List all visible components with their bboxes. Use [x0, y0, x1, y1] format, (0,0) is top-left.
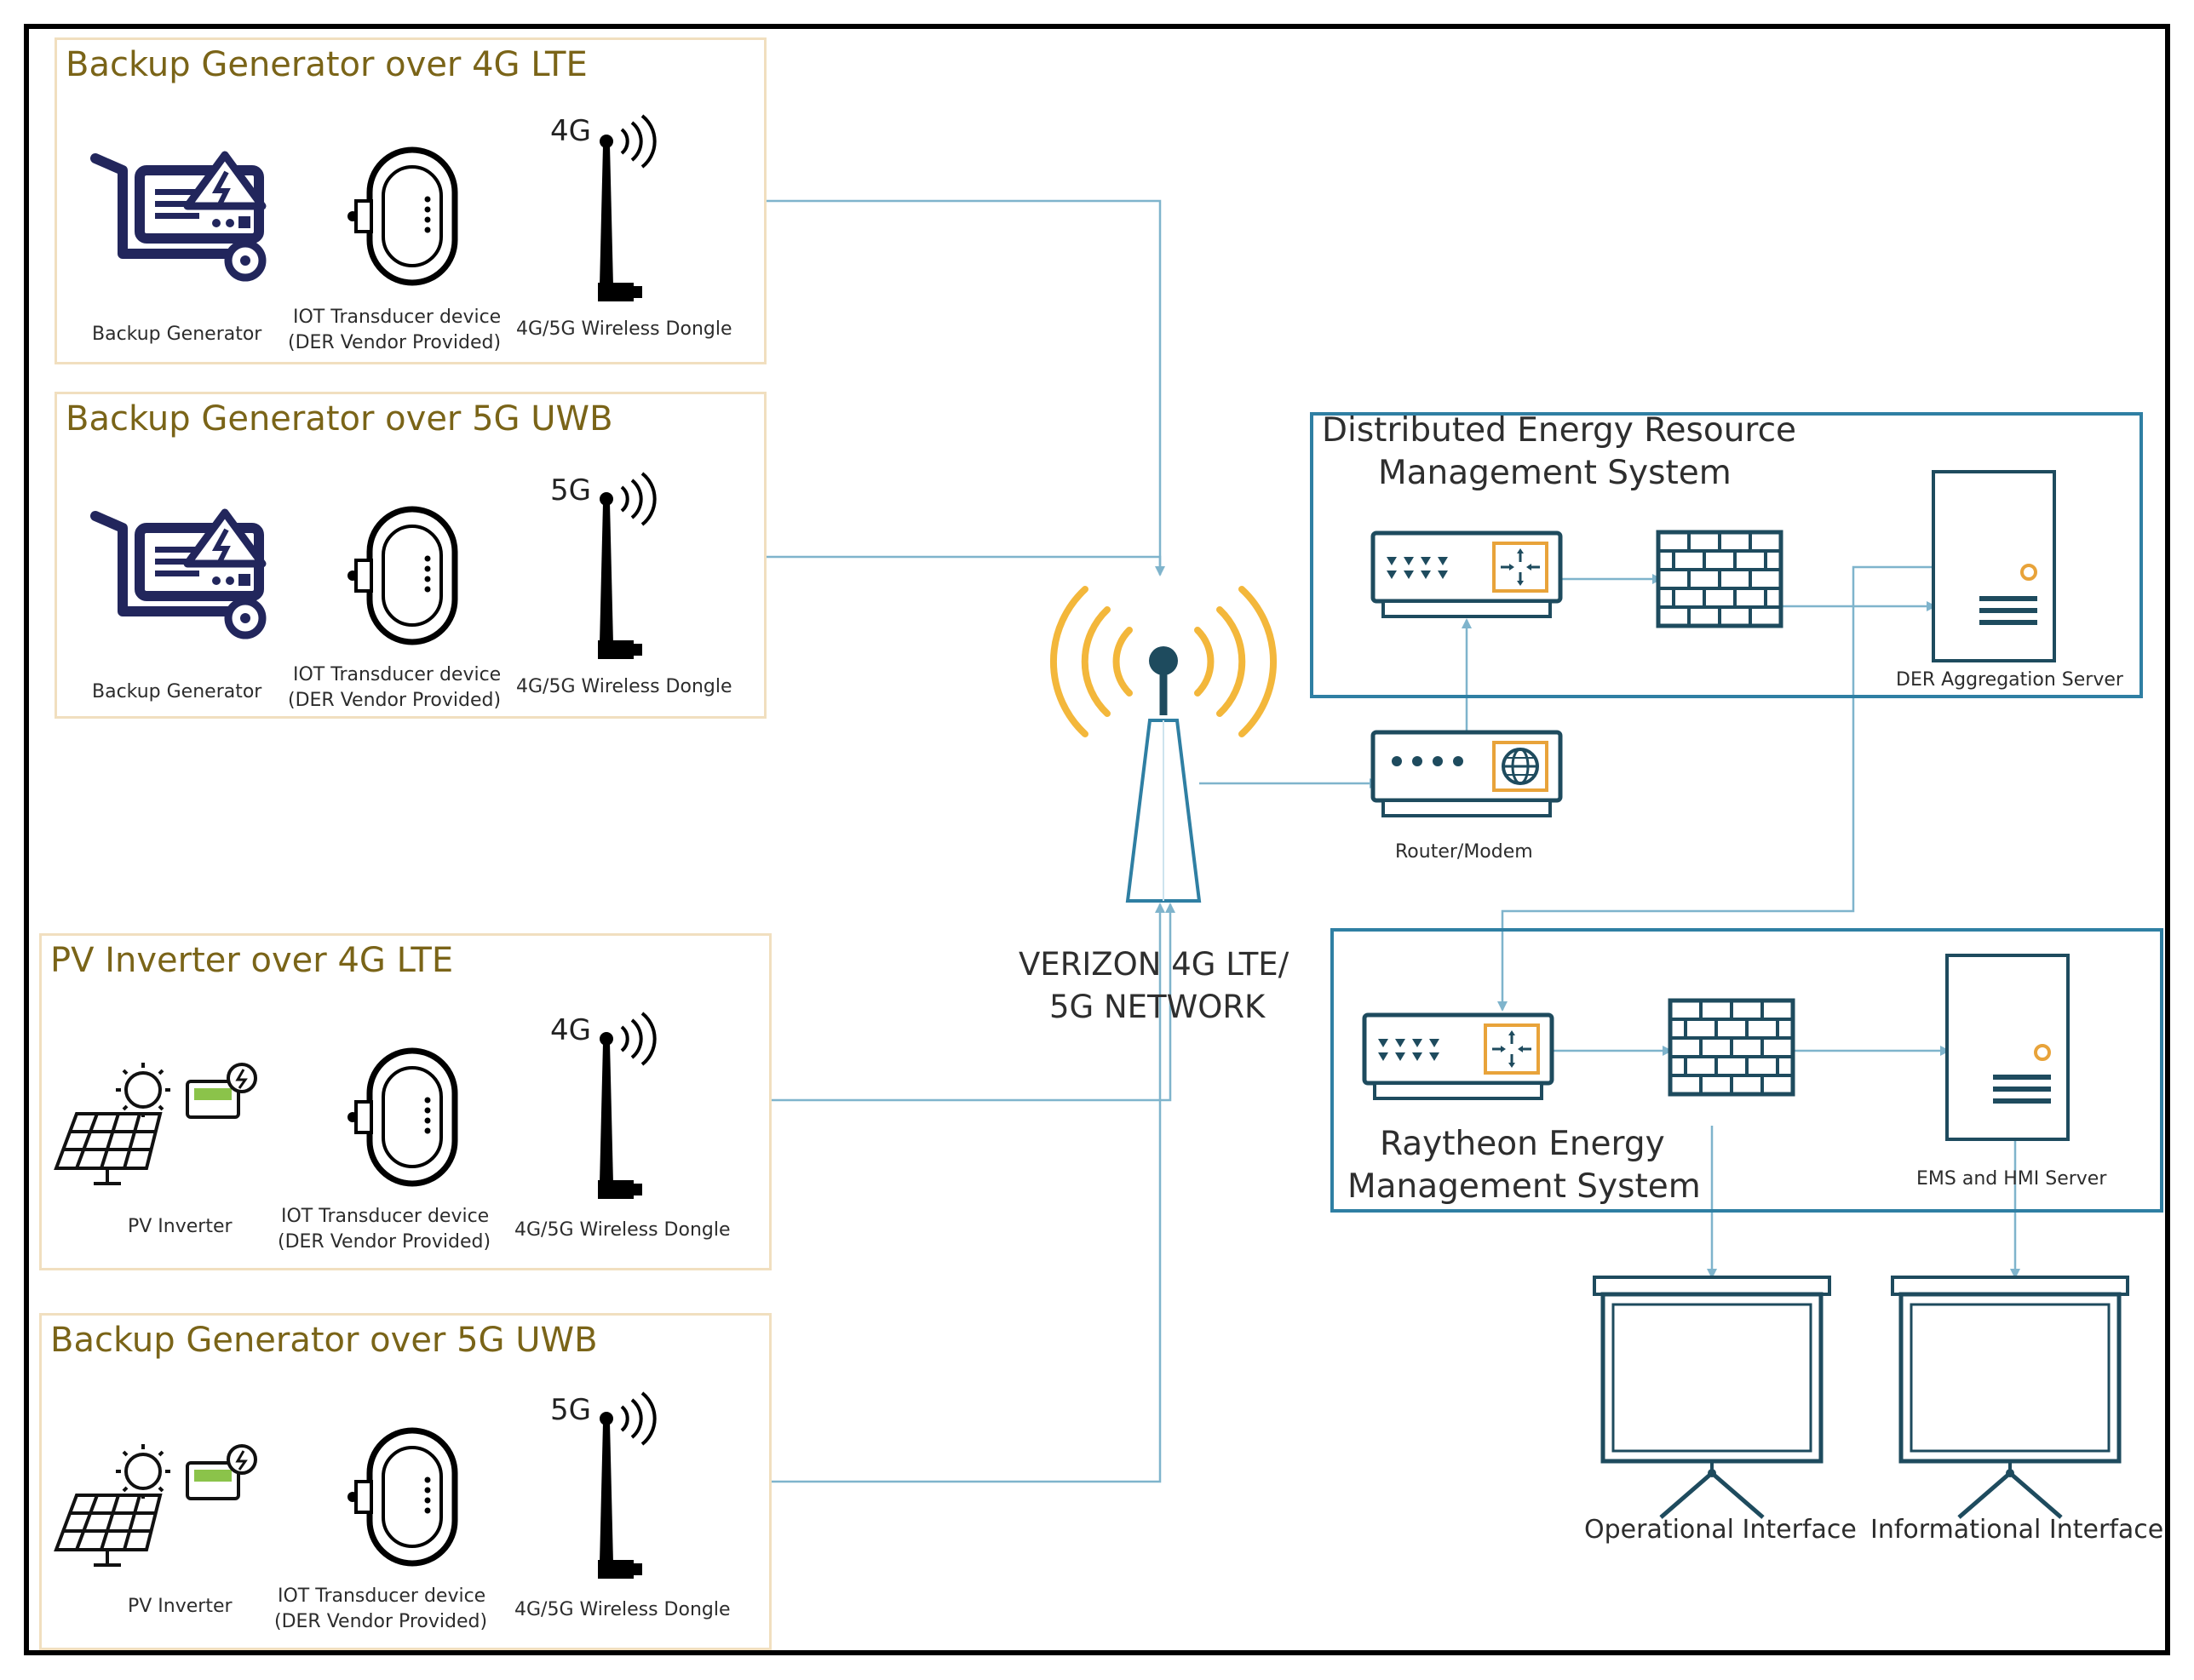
rems-title-line2: Management System [1347, 1167, 1701, 1206]
signal-tag: 4G [550, 114, 591, 148]
ems-hmi-server-label: EMS and HMI Server [1916, 1168, 2107, 1190]
network-label-line1: VERIZON 4G LTE/ [1019, 946, 1289, 983]
network-label-line2: 5G NETWORK [1049, 989, 1266, 1025]
device-label: Backup Generator [92, 681, 262, 702]
solar-pv-inverter-icon [54, 1444, 257, 1567]
device-label: PV Inverter [128, 1216, 233, 1237]
panel-title: Backup Generator over 4G LTE [66, 45, 588, 84]
transducer-label-line2: (DER Vendor Provided) [278, 1231, 491, 1253]
informational-interface-label: Informational Interface [1870, 1515, 2164, 1545]
derms-title-line1: Distributed Energy Resource [1322, 411, 1797, 450]
signal-tag: 4G [550, 1013, 591, 1047]
wireless-dongle-icon [598, 114, 657, 301]
informational-interface-screen-icon [1891, 1276, 2129, 1519]
dongle-label: 4G/5G Wireless Dongle [514, 1599, 731, 1620]
transducer-label-line1: IOT Transducer device [293, 307, 502, 328]
dongle-label: 4G/5G Wireless Dongle [516, 676, 732, 697]
iot-transducer-icon [347, 506, 458, 645]
link-panel4-to-tower [772, 904, 1162, 1483]
rems-title-line1: Raytheon Energy [1380, 1125, 1665, 1163]
wireless-dongle-icon [598, 1012, 657, 1199]
server-icon [1932, 470, 2056, 662]
transducer-label-line2: (DER Vendor Provided) [274, 1611, 488, 1632]
der-aggregation-server-label: DER Aggregation Server [1896, 669, 2123, 691]
iot-transducer-icon [347, 1427, 458, 1567]
operational-interface-screen-icon [1593, 1276, 1831, 1519]
panel-title: Backup Generator over 5G UWB [50, 1321, 598, 1360]
cell-tower-icon [1049, 586, 1278, 903]
wireless-dongle-icon [598, 472, 657, 659]
firewall-icon [1668, 998, 1795, 1097]
network-switch-icon [1362, 1012, 1554, 1100]
operational-interface-label: Operational Interface [1584, 1515, 1857, 1545]
network-switch-icon [1370, 530, 1563, 618]
rems-system-box [1330, 928, 2163, 1213]
dongle-label: 4G/5G Wireless Dongle [516, 318, 732, 340]
iot-transducer-icon [347, 146, 458, 286]
backup-generator-icon [90, 508, 267, 639]
panel-title: Backup Generator over 5G UWB [66, 399, 613, 439]
wireless-dongle-icon [598, 1391, 657, 1579]
device-label: Backup Generator [92, 324, 262, 345]
router-label: Router/Modem [1395, 841, 1533, 863]
router-modem-icon [1370, 730, 1563, 817]
iot-transducer-icon [347, 1047, 458, 1187]
link-panel1-to-tower [767, 199, 1162, 575]
solar-pv-inverter-icon [54, 1063, 257, 1185]
transducer-label-line1: IOT Transducer device [293, 664, 502, 685]
transducer-label-line2: (DER Vendor Provided) [288, 690, 502, 711]
link-derms-to-rems [1501, 565, 1935, 1010]
panel-title: PV Inverter over 4G LTE [50, 941, 454, 980]
link-panel3-to-tower [772, 904, 1172, 1102]
signal-tag: 5G [550, 473, 591, 507]
derms-system-box [1310, 412, 2143, 698]
firewall-icon [1656, 530, 1783, 628]
backup-generator-icon [90, 151, 267, 282]
derms-title-line2: Management System [1378, 454, 1732, 492]
device-label: PV Inverter [128, 1596, 233, 1617]
server-icon [1945, 954, 2070, 1141]
transducer-label-line1: IOT Transducer device [278, 1585, 486, 1607]
link-panel2-to-tower [767, 555, 1162, 575]
dongle-label: 4G/5G Wireless Dongle [514, 1219, 731, 1241]
transducer-label-line1: IOT Transducer device [281, 1206, 490, 1227]
signal-tag: 5G [550, 1393, 591, 1427]
transducer-label-line2: (DER Vendor Provided) [288, 332, 502, 353]
